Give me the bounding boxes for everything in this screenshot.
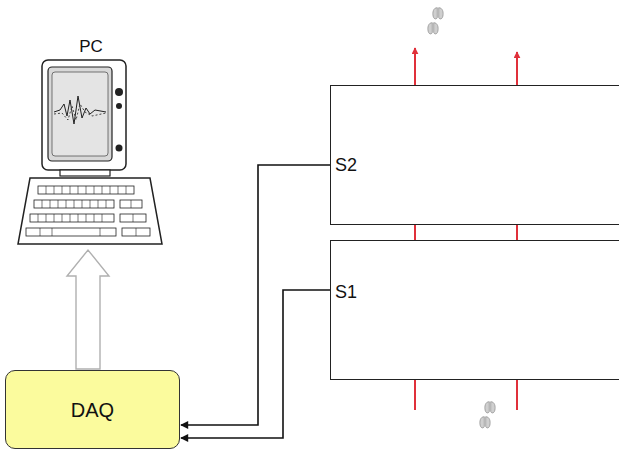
computer-node: PC — [16, 38, 166, 248]
signal-wire — [181, 290, 330, 438]
device-label: PC — [79, 38, 103, 57]
box-label: DAQ — [71, 399, 114, 421]
sensor-plate: S1 — [330, 240, 619, 380]
signal-wire — [181, 165, 330, 425]
sensor-label: S2 — [335, 156, 357, 176]
data-flow-arrow — [67, 250, 109, 369]
daq-box: DAQ — [5, 370, 180, 449]
computer-illustration — [18, 60, 162, 244]
sensor-plate: S2 — [330, 85, 619, 225]
sensor-label: S1 — [335, 283, 357, 303]
